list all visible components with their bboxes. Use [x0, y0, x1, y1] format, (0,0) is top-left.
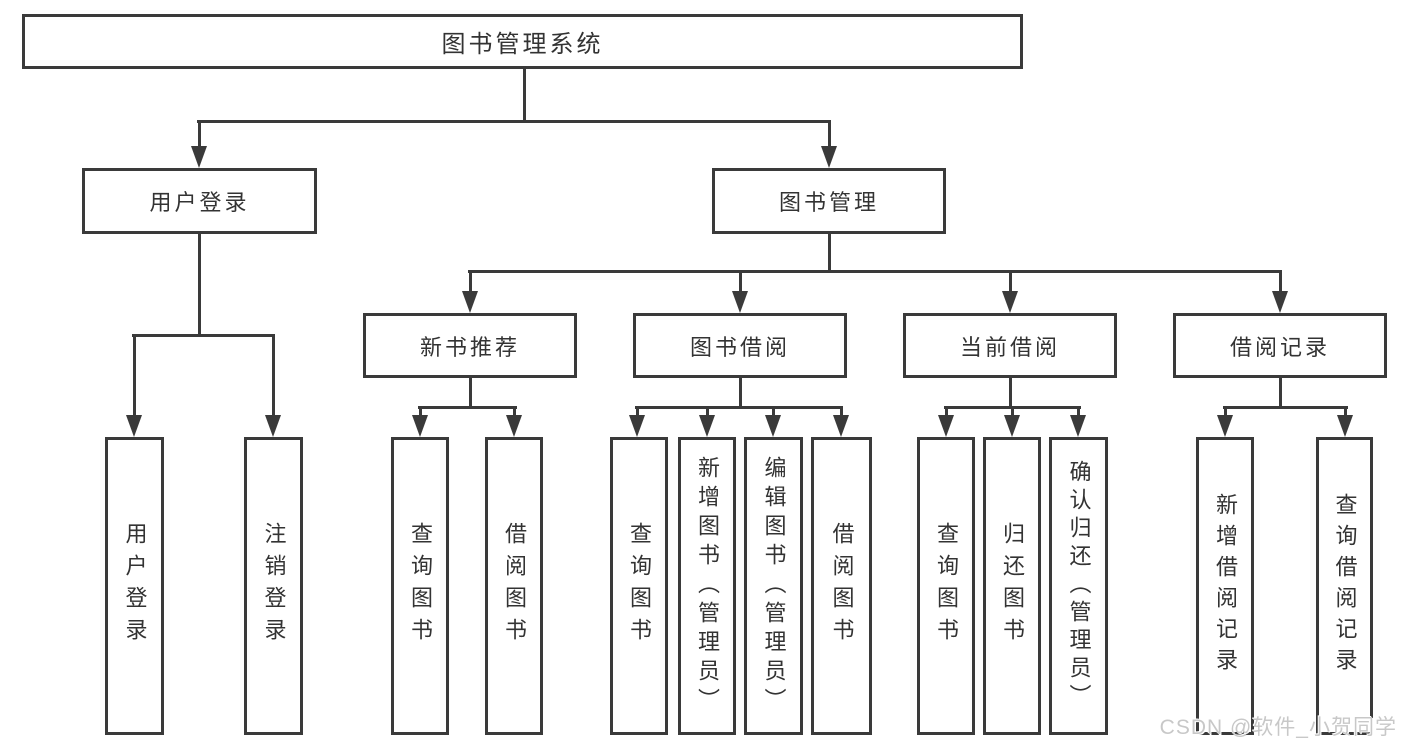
connector-arrow-shaft: [636, 406, 639, 417]
connector-borrow-split: [635, 406, 843, 409]
arrow-down-icon: [732, 291, 748, 313]
leaf-label: 用户登录: [122, 522, 148, 650]
connector-arrow-shaft: [828, 120, 831, 148]
arrow-down-icon: [265, 415, 281, 437]
leaf-label: 归还图书: [1000, 522, 1025, 650]
connector-root-stem: [523, 69, 526, 122]
connector-arrow-shaft: [840, 406, 843, 417]
leaf-query-borrow-record: 查询借阅记录: [1316, 437, 1373, 735]
node-label: 用户登录: [149, 190, 250, 215]
leaf-label: 借阅图书: [502, 522, 527, 650]
connector-book-mgmt-stem: [828, 233, 831, 273]
connector-records-stem: [1279, 377, 1282, 409]
connector-arrow-shaft: [513, 406, 516, 417]
leaf-return-books: 归还图书: [983, 437, 1041, 735]
arrow-down-icon: [191, 146, 207, 168]
arrow-down-icon: [126, 415, 142, 437]
leaf-label: 编辑图书（管理员）: [761, 455, 787, 717]
node-label: 新书推荐: [419, 334, 520, 360]
connector-arrow-shaft: [739, 270, 742, 293]
connector-arrow-shaft: [1011, 406, 1014, 417]
node-book-management: 图书管理: [712, 168, 946, 234]
node-label: 借阅记录: [1229, 334, 1330, 360]
leaf-label: 新增图书（管理员）: [695, 455, 720, 717]
leaf-label: 查询图书: [627, 522, 652, 650]
connector-arrow-shaft: [1279, 270, 1282, 293]
connector-arrow-shaft: [1344, 406, 1347, 417]
node-book-borrow: 图书借阅: [633, 313, 847, 378]
connector-arrow-shaft: [945, 406, 948, 417]
arrow-down-icon: [699, 415, 715, 437]
connector-recommend-split: [418, 406, 517, 409]
connector-level3-split: [468, 270, 1282, 273]
node-borrow-records: 借阅记录: [1173, 313, 1387, 378]
connector-current-stem: [1009, 377, 1012, 409]
leaf-label: 查询图书: [408, 522, 433, 650]
connector-arrow-shaft: [1009, 270, 1012, 293]
connector-level1-split: [197, 120, 831, 123]
leaf-query-books-recommend: 查询图书: [391, 437, 449, 735]
connector-arrow-shaft: [706, 406, 709, 417]
arrow-down-icon: [1002, 291, 1018, 313]
arrow-down-icon: [462, 291, 478, 313]
leaf-logout: 注销登录: [244, 437, 303, 735]
connector-arrow-shaft: [772, 406, 775, 417]
connector-arrow-shaft: [419, 406, 422, 417]
arrow-down-icon: [1217, 415, 1233, 437]
leaf-label: 确认归还（管理员）: [1066, 460, 1092, 712]
csdn-watermark: CSDN @软件_小贺同学: [1159, 716, 1397, 739]
connector-arrow-shaft: [272, 334, 275, 417]
arrow-down-icon: [629, 415, 645, 437]
leaf-query-books-borrow: 查询图书: [610, 437, 668, 735]
node-label: 图书管理系统: [441, 31, 604, 58]
node-label: 图书借阅: [689, 334, 790, 360]
leaf-borrow-books-recommend: 借阅图书: [485, 437, 543, 735]
node-new-book-recommend: 新书推荐: [363, 313, 577, 378]
arrow-down-icon: [833, 415, 849, 437]
arrow-down-icon: [1337, 415, 1353, 437]
connector-arrow-shaft: [469, 270, 472, 293]
node-current-borrow: 当前借阅: [903, 313, 1117, 378]
leaf-label: 借阅图书: [829, 522, 855, 650]
connector-borrow-stem: [739, 377, 742, 409]
leaf-user-login: 用户登录: [105, 437, 164, 735]
connector-arrow-shaft: [198, 120, 201, 148]
connector-recommend-stem: [469, 377, 472, 409]
leaf-add-borrow-record: 新增借阅记录: [1196, 437, 1254, 735]
connector-user-login-split: [132, 334, 275, 337]
leaf-query-books-current: 查询图书: [917, 437, 975, 735]
leaf-confirm-return-admin: 确认归还（管理员）: [1049, 437, 1108, 735]
node-root-system: 图书管理系统: [22, 14, 1023, 69]
arrow-down-icon: [821, 146, 837, 168]
node-user-login: 用户登录: [82, 168, 317, 234]
leaf-label: 查询图书: [934, 522, 959, 650]
arrow-down-icon: [765, 415, 781, 437]
leaf-edit-books-admin: 编辑图书（管理员）: [744, 437, 803, 735]
connector-arrow-shaft: [1077, 406, 1080, 417]
connector-arrow-shaft: [133, 334, 136, 417]
leaf-add-books-admin: 新增图书（管理员）: [678, 437, 736, 735]
node-label: 当前借阅: [959, 334, 1060, 360]
arrow-down-icon: [412, 415, 428, 437]
connector-user-login-stem: [198, 233, 201, 337]
arrow-down-icon: [938, 415, 954, 437]
arrow-down-icon: [506, 415, 522, 437]
connector-arrow-shaft: [1224, 406, 1227, 417]
leaf-label: 新增借阅记录: [1213, 493, 1238, 679]
connector-records-split: [1223, 406, 1348, 409]
arrow-down-icon: [1070, 415, 1086, 437]
arrow-down-icon: [1272, 291, 1288, 313]
leaf-label: 注销登录: [261, 522, 287, 650]
leaf-label: 查询借阅记录: [1332, 493, 1358, 679]
node-label: 图书管理: [778, 190, 879, 215]
leaf-borrow-books-borrow: 借阅图书: [811, 437, 872, 735]
arrow-down-icon: [1004, 415, 1020, 437]
